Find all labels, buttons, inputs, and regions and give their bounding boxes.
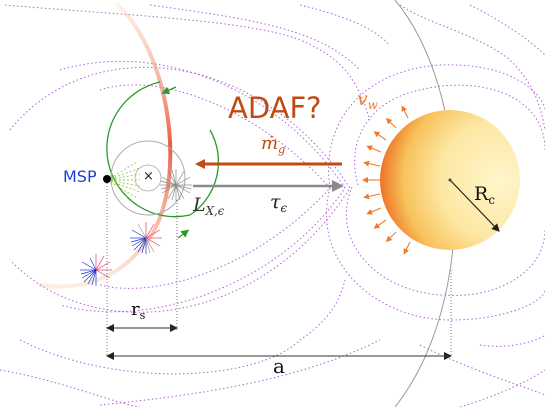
starburst-3	[80, 254, 112, 286]
rotation-circle	[106, 81, 220, 239]
tau-label: τϵ	[270, 191, 288, 216]
wind-velocity-main: v	[357, 88, 368, 110]
luminosity-sub: X,ϵ	[205, 204, 225, 219]
msp-label: MSP	[63, 167, 97, 186]
shock-radius-label: rs	[131, 299, 146, 322]
wind-velocity-sub: w	[367, 98, 378, 113]
companion-radius-main: R	[474, 183, 489, 205]
pulsar-orbit-trail	[38, 3, 173, 289]
equipotential-lines	[0, 4, 545, 407]
adaf-label: ADAF?	[228, 91, 322, 125]
accretion-rate-main: ṁ	[261, 133, 279, 154]
starburst-2	[130, 222, 162, 254]
tau-main: τ	[270, 191, 281, 213]
companion-radius-sub: c	[488, 193, 495, 208]
accretion-rate-sub: g	[278, 142, 286, 156]
radius-arrow	[449, 179, 500, 232]
separation-label: a	[273, 354, 285, 378]
starburst-shocks	[80, 169, 192, 286]
luminosity-label: LX,ϵ	[193, 194, 225, 219]
star-center	[448, 178, 452, 182]
starburst-1	[160, 169, 192, 201]
luminosity-main: L	[193, 194, 206, 216]
shock-radius-sub: s	[139, 308, 146, 322]
cross-mark: ×	[143, 169, 154, 184]
wind-velocity-label: vw	[357, 88, 378, 113]
pulsar-beam-lines	[106, 161, 141, 199]
shock-radius-main: r	[131, 299, 140, 320]
msp-dot	[103, 175, 111, 183]
wind-arrows	[362, 105, 411, 255]
accretion-rate-label: ṁg	[261, 133, 286, 156]
tau-sub: ϵ	[280, 201, 288, 216]
companion-radius-label: Rc	[474, 183, 495, 208]
inner-circle	[134, 164, 162, 192]
